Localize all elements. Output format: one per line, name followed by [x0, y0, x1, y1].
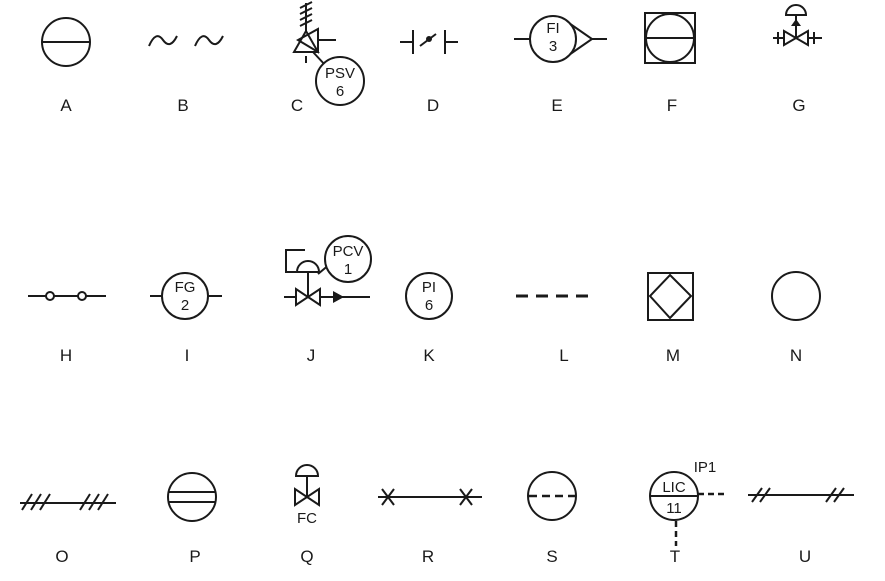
label-r: R [422, 547, 434, 566]
symbol-n [771, 271, 821, 321]
label-h: H [60, 346, 72, 365]
symbol-b [148, 35, 224, 47]
symbol-f [644, 12, 696, 64]
tag-t-signal: IP1 [694, 459, 717, 476]
tag-c-line1: PSV [325, 65, 355, 82]
label-b: B [177, 96, 188, 115]
tag-i-line2: 2 [181, 297, 189, 314]
label-n: N [790, 346, 802, 365]
symbol-g [773, 4, 822, 47]
tag-k-line1: PI [422, 279, 436, 296]
symbol-q: FC [294, 464, 320, 527]
label-k: K [423, 346, 435, 365]
symbol-c: PSV 6 [292, 1, 365, 106]
symbol-r [378, 488, 482, 506]
symbol-s [527, 471, 577, 521]
label-o: O [55, 547, 68, 566]
symbol-m [647, 272, 694, 321]
tag-e-line2: 3 [549, 38, 557, 55]
symbol-o [20, 493, 116, 511]
label-a: A [60, 96, 72, 115]
symbol-u [748, 487, 854, 503]
label-l: L [559, 346, 568, 365]
tag-c-line2: 6 [336, 83, 344, 100]
symbol-k: PI 6 [405, 272, 453, 320]
label-g: G [792, 96, 805, 115]
tag-j-line1: PCV [333, 243, 364, 260]
symbol-e: FI 3 [514, 15, 607, 63]
symbol-d [400, 30, 458, 54]
symbol-p [167, 472, 217, 522]
label-s: S [546, 547, 557, 566]
tag-q-text: FC [297, 510, 317, 527]
symbol-t: LIC 11 IP1 [649, 459, 728, 546]
label-t: T [670, 547, 680, 566]
label-e: E [551, 96, 562, 115]
label-q: Q [300, 547, 313, 566]
label-j: J [307, 346, 316, 365]
symbol-i: FG 2 [150, 272, 222, 320]
tag-i-line1: FG [175, 279, 196, 296]
tag-k-line2: 6 [425, 297, 433, 314]
label-m: M [666, 346, 680, 365]
symbol-h [28, 291, 106, 301]
label-u: U [799, 547, 811, 566]
label-i: I [185, 346, 190, 365]
label-c: C [291, 96, 303, 115]
symbol-a [41, 17, 91, 67]
tag-e-line1: FI [546, 20, 559, 37]
tag-t-line2: 11 [666, 500, 682, 517]
tag-t-line1: LIC [662, 479, 686, 496]
label-d: D [427, 96, 439, 115]
label-f: F [667, 96, 677, 115]
tag-j-line2: 1 [344, 261, 352, 278]
label-p: P [189, 547, 200, 566]
symbol-j: PCV 1 [284, 235, 372, 307]
